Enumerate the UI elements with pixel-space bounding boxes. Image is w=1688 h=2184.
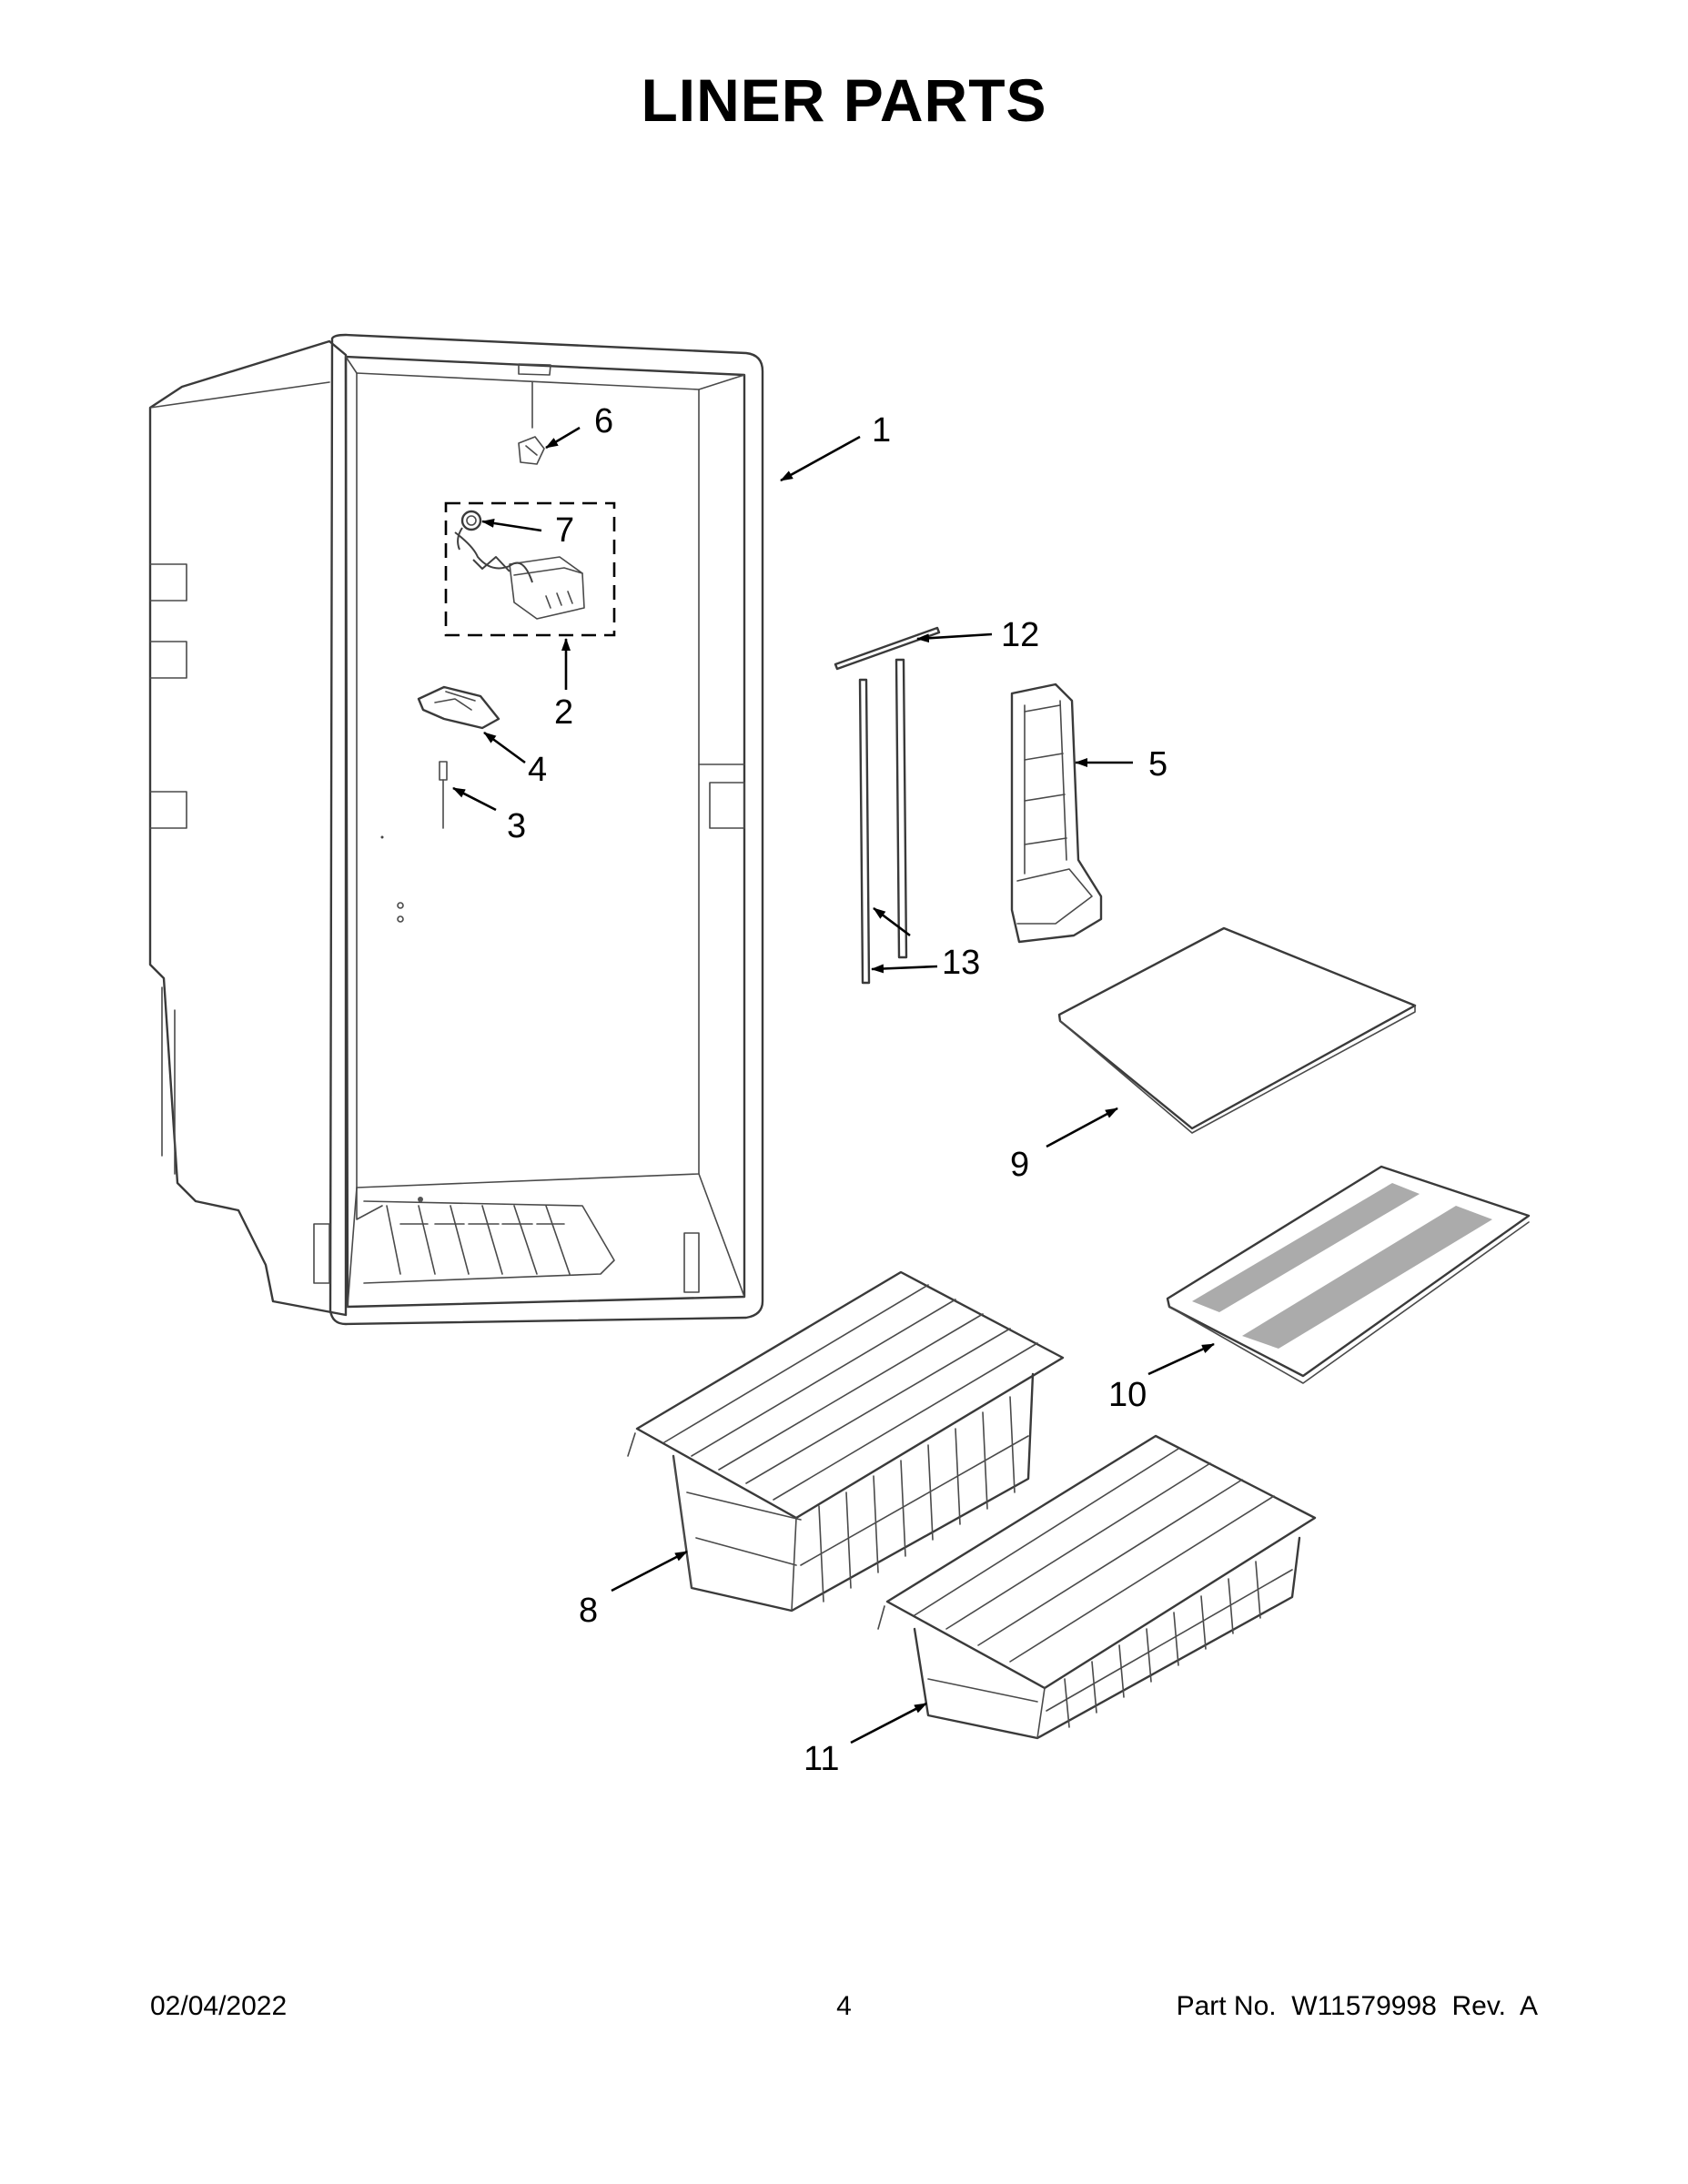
callout-9: 9: [1010, 1146, 1029, 1184]
callout-11: 11: [804, 1740, 839, 1778]
callout-13: 13: [942, 944, 980, 982]
footer-date: 02/04/2022: [150, 1991, 288, 2021]
callout-4: 4: [528, 751, 547, 789]
part-4-bracket: [417, 685, 500, 730]
callout-2: 2: [554, 693, 573, 732]
part-6-damper: [518, 436, 545, 465]
callout-6: 6: [594, 402, 613, 440]
part-7-thermistor: [457, 510, 482, 551]
part-11-small-basket: [877, 1434, 1317, 1740]
part-12-top-gasket: [834, 626, 941, 671]
part-9-glass-shelf: [1057, 926, 1417, 1134]
freezer-liner: [148, 333, 764, 1326]
part-2-control-assembly: [444, 501, 616, 637]
callout-7: 7: [555, 511, 574, 550]
callout-5: 5: [1148, 745, 1167, 784]
part-5-air-duct: [1010, 682, 1103, 944]
callout-numbers: 1 6 7 2 4 3 12 5 13 9 10 8 11: [507, 402, 1167, 1778]
callout-12: 12: [1001, 616, 1039, 654]
leader-arrows: [452, 426, 1215, 1744]
footer-part-number: Part No. W11579998 Rev. A: [1176, 1991, 1538, 2021]
part-8-large-basket: [627, 1270, 1065, 1613]
part-13-side-gaskets: [858, 658, 908, 985]
page-title: LINER PARTS: [641, 66, 1047, 134]
part-10-perforated-shelf: [1166, 1165, 1531, 1384]
callout-3: 3: [507, 807, 526, 845]
footer-page-number: 4: [836, 1991, 852, 2021]
callout-10: 10: [1108, 1376, 1147, 1414]
callout-8: 8: [579, 1592, 598, 1630]
callout-1: 1: [872, 411, 891, 450]
part-3-sensor: [439, 761, 448, 829]
